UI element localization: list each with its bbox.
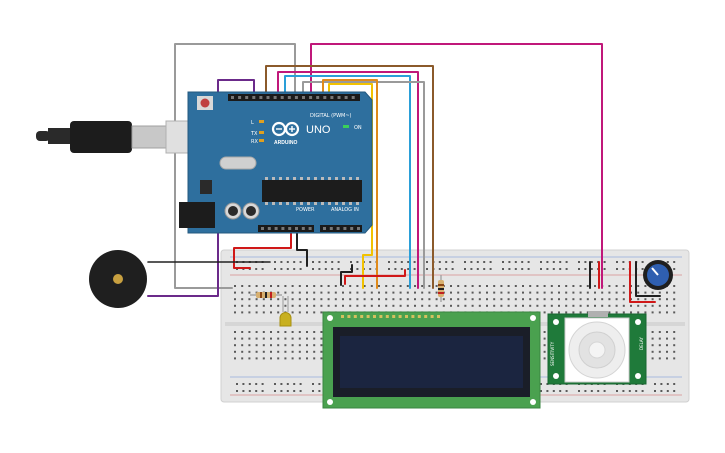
wire-purple [147,79,255,297]
reset-button-icon[interactable] [200,98,210,108]
power-jack-icon [179,202,215,228]
power-header-pins [261,227,360,230]
wire-red-4 [629,261,656,303]
resistor-2-icon[interactable] [438,275,444,302]
analog-label: ANALOG IN [331,207,359,213]
crystal-icon [219,156,257,170]
lcd-pin-header [341,315,440,318]
arduino-logo-icon [271,121,300,137]
pir-sensitivity-label: SENSITIVITY [550,341,555,366]
led-icon[interactable] [279,296,292,327]
wire-black-2 [340,264,353,286]
wire-red-2 [344,269,406,285]
lcd-screen [340,336,523,388]
wire-gray [174,43,296,289]
wire-magenta-2 [277,71,419,289]
wire-blue [284,75,411,289]
on-label: ON [354,125,362,131]
pir-delay-label: DELAY [639,337,644,350]
arduino-brand: ARDUINO [274,140,297,146]
usb-cable-icon [36,120,191,154]
piezo-buzzer-icon[interactable] [89,250,147,308]
microcontroller-chip-icon [262,180,362,202]
resistor-icon[interactable] [250,292,282,298]
pir-sensor-icon[interactable]: SENSITIVITY DELAY [547,311,647,385]
potentiometer-icon[interactable] [643,260,673,290]
rx-label: RX [251,139,258,145]
wire-red [233,231,292,269]
chip-legs [265,177,359,205]
wire-black [296,231,308,267]
arduino-uno-board[interactable]: ARDUINO UNO DIGITAL (PWM~) POWER ANALOG … [179,91,373,234]
wire-orange [322,79,378,289]
wires [147,43,661,303]
power-label: POWER [296,207,315,213]
tx-label: TX [250,131,258,137]
on-led-icon [343,125,349,128]
arduino-model: UNO [306,124,331,136]
digital-label: DIGITAL (PWM~) [310,113,352,119]
l-label: L [251,120,254,126]
lcd-16x2-icon[interactable] [322,311,541,409]
rx-led-icon [259,139,264,142]
digital-header-pins [231,96,355,99]
wire-brown [265,65,434,289]
l-led-icon [259,120,264,123]
wire-gray-2 [302,81,425,289]
tx-led-icon [259,131,264,134]
wire-black-4 [635,261,661,297]
